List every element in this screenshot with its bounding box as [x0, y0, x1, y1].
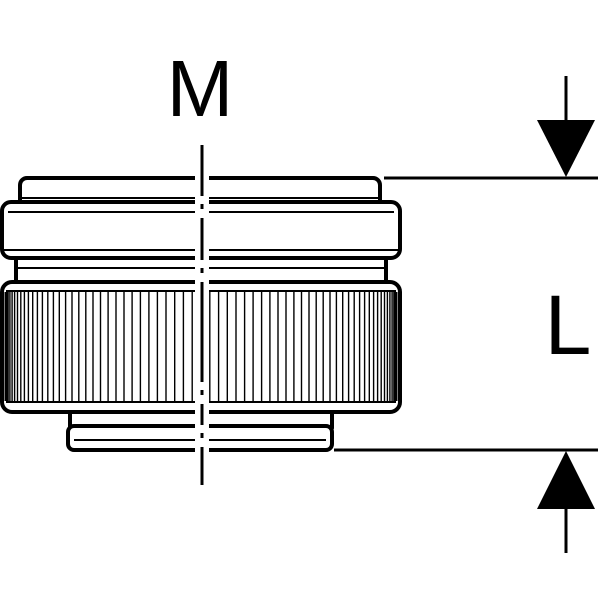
dimension-label-m: M [167, 44, 234, 133]
dimension-arrow-top [537, 76, 595, 177]
knurl-lines [4, 292, 398, 401]
dimension-label-l: L [545, 278, 592, 372]
dimension-arrow-bottom [537, 451, 595, 553]
